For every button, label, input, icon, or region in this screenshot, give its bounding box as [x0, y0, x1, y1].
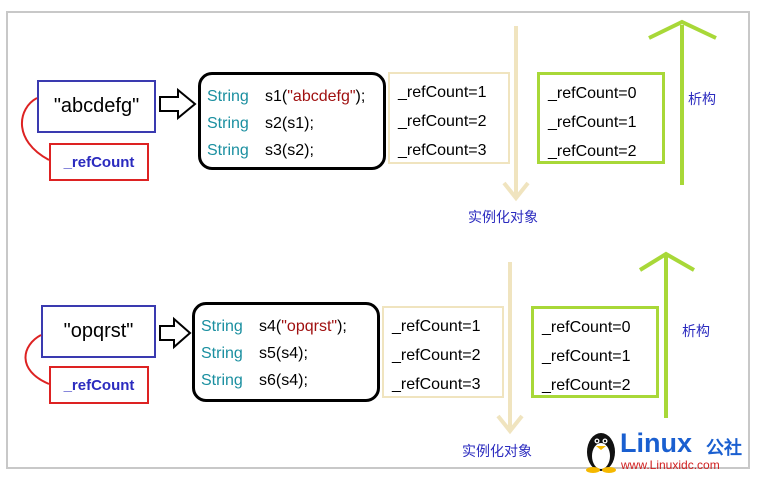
- code-text: s6(s4);: [259, 372, 308, 389]
- destruct-arrow-head: [638, 251, 695, 272]
- code-block: String s1("abcdefg"); String s2(s1); Strin…: [198, 72, 386, 170]
- penguin-logo-icon: [586, 433, 616, 473]
- code-text: );: [337, 318, 347, 335]
- keyword: String: [201, 372, 243, 389]
- code-line: String s3(s2);: [207, 137, 383, 164]
- count-line: _refCount=1: [542, 348, 631, 365]
- diagram-frame: [6, 11, 750, 469]
- points-to-arrow: [159, 87, 197, 121]
- destruct-count-box: _refCount=0 _refCount=1 _refCount=2: [531, 306, 659, 398]
- code-line: String s1("abcdefg");: [207, 83, 383, 110]
- destruct-caption: 析构: [688, 91, 716, 107]
- refcount-connector: [24, 334, 50, 385]
- string-value: "opqrst": [63, 320, 134, 342]
- count-line: _refCount=2: [542, 377, 631, 394]
- keyword: String: [207, 88, 249, 105]
- code-line: String s2(s1);: [207, 110, 383, 137]
- keyword: String: [201, 345, 243, 362]
- count-line: _refCount=2: [548, 143, 637, 160]
- refcount-connector: [21, 97, 50, 161]
- code-text: s5(s4);: [259, 345, 308, 362]
- count-line: _refCount=2: [392, 347, 481, 364]
- points-to-arrow: [159, 316, 192, 350]
- string-literal: "opqrst": [281, 318, 338, 335]
- string-literal: "abcdefg": [287, 88, 356, 105]
- construct-count-box: _refCount=1 _refCount=2 _refCount=3: [388, 72, 510, 164]
- watermark-brand: Linux: [620, 428, 692, 458]
- count-line: _refCount=2: [398, 113, 487, 130]
- refcount-label: _refCount: [63, 376, 135, 394]
- count-line: _refCount=1: [398, 84, 487, 101]
- code-block: String s4("opqrst"); String s5(s4); String…: [192, 302, 380, 402]
- construct-count-box: _refCount=1 _refCount=2 _refCount=3: [382, 306, 504, 398]
- refcount-box: _refCount: [49, 143, 149, 181]
- count-line: _refCount=3: [398, 142, 487, 159]
- count-line: _refCount=1: [548, 114, 637, 131]
- code-line: String s5(s4);: [201, 340, 377, 367]
- code-text: s1(: [265, 88, 288, 105]
- watermark-url: www.Linuxidc.com: [621, 458, 720, 472]
- keyword: String: [201, 318, 243, 335]
- refcount-box: _refCount: [49, 366, 149, 404]
- destruct-caption: 析构: [682, 323, 710, 339]
- construct-arrow-head: [496, 414, 524, 435]
- string-value-box: "opqrst": [41, 305, 156, 358]
- count-line: _refCount=0: [548, 85, 637, 102]
- code-line: String s4("opqrst");: [201, 313, 377, 340]
- keyword: String: [207, 115, 249, 132]
- construct-arrow-head: [502, 181, 530, 202]
- count-line: _refCount=1: [392, 318, 481, 335]
- code-text: s3(s2);: [265, 142, 314, 159]
- code-text: s2(s1);: [265, 115, 314, 132]
- keyword: String: [207, 142, 249, 159]
- destruct-count-box: _refCount=0 _refCount=1 _refCount=2: [537, 72, 665, 164]
- construct-caption: 实例化对象: [462, 443, 532, 459]
- string-value: "abcdefg": [53, 95, 140, 117]
- code-text: s4(: [259, 318, 282, 335]
- watermark-brand-cn: 公社: [706, 438, 742, 458]
- string-value-box: "abcdefg": [37, 80, 156, 133]
- count-line: _refCount=0: [542, 319, 631, 336]
- construct-caption: 实例化对象: [468, 209, 538, 225]
- refcount-label: _refCount: [63, 153, 135, 171]
- destruct-arrow-head: [648, 19, 717, 40]
- code-text: );: [355, 88, 366, 105]
- code-line: String s6(s4);: [201, 367, 377, 394]
- count-line: _refCount=3: [392, 376, 481, 393]
